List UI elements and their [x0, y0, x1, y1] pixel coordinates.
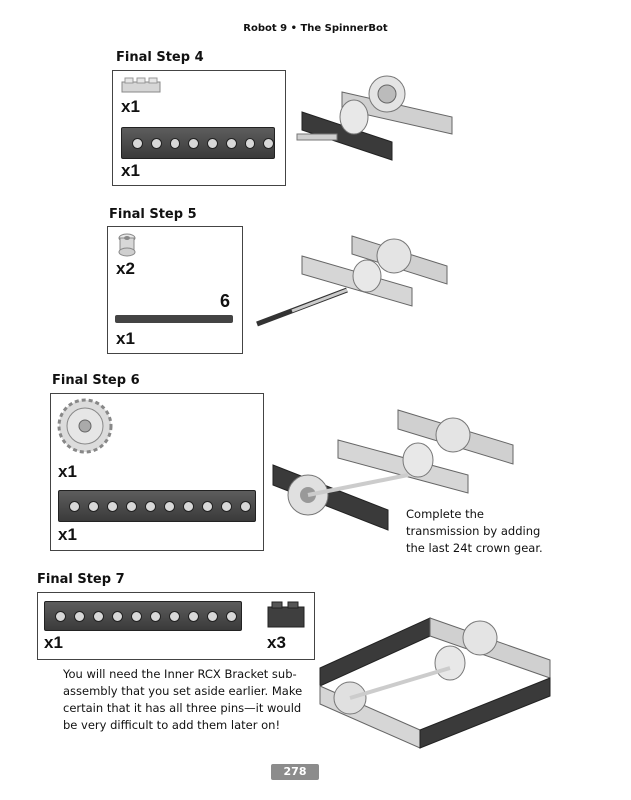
- caption-line: assembly that you set aside earlier. Mak…: [63, 684, 303, 698]
- bushing-icon: [118, 233, 136, 257]
- running-header: Robot 9 • The SpinnerBot: [243, 23, 388, 34]
- plate-1x3-icon: [121, 77, 161, 93]
- part-qty: x1: [58, 462, 77, 481]
- caption-line: certain that it has all three pins—it wo…: [63, 701, 302, 715]
- step-4-parts-box: x1 x1: [112, 70, 286, 186]
- page-number-tab: [271, 764, 319, 780]
- step-7-title: Final Step 7: [37, 572, 125, 587]
- step-5-parts-box: x2 6 x1: [107, 226, 243, 354]
- part-qty: x1: [121, 161, 140, 180]
- caption-line: transmission by adding: [406, 524, 541, 538]
- part-qty: x1: [44, 633, 63, 652]
- part-qty: x3: [267, 633, 286, 652]
- caption-line: the last 24t crown gear.: [406, 541, 543, 555]
- step-6-assembly-illustration: [272, 409, 514, 531]
- step-7-assembly-illustration: [319, 617, 551, 749]
- part-qty: x1: [121, 97, 140, 116]
- caption-line: You will need the Inner RCX Bracket sub-: [63, 667, 297, 681]
- crown-gear-icon: [57, 398, 113, 454]
- axle-length-label: 6: [220, 291, 231, 311]
- part-qty: x1: [116, 329, 135, 348]
- step-6-parts-box: x1 x1: [50, 393, 264, 551]
- caption-line: be very difficult to add them later on!: [63, 718, 281, 732]
- step-5-title: Final Step 5: [109, 207, 197, 222]
- step-5-assembly-illustration: [256, 235, 448, 327]
- part-qty: x1: [58, 525, 77, 544]
- page-number: 278: [283, 765, 307, 778]
- step-7-parts-box: x1 x3: [37, 592, 315, 660]
- technic-beam-icon: [58, 490, 256, 522]
- step-4-assembly-illustration: [296, 75, 453, 161]
- technic-beam-icon: [121, 127, 275, 159]
- brick-1x2-icon: [267, 601, 305, 628]
- caption-line: Complete the: [406, 507, 484, 521]
- part-qty: x2: [116, 259, 135, 278]
- step-4-title: Final Step 4: [116, 50, 204, 65]
- axle-icon: [115, 315, 233, 323]
- step-7-caption: You will need the Inner RCX Bracket sub-…: [63, 666, 302, 734]
- technic-beam-icon: [44, 601, 242, 631]
- step-6-caption: Complete the transmission by adding the …: [406, 506, 543, 557]
- step-6-title: Final Step 6: [52, 373, 140, 388]
